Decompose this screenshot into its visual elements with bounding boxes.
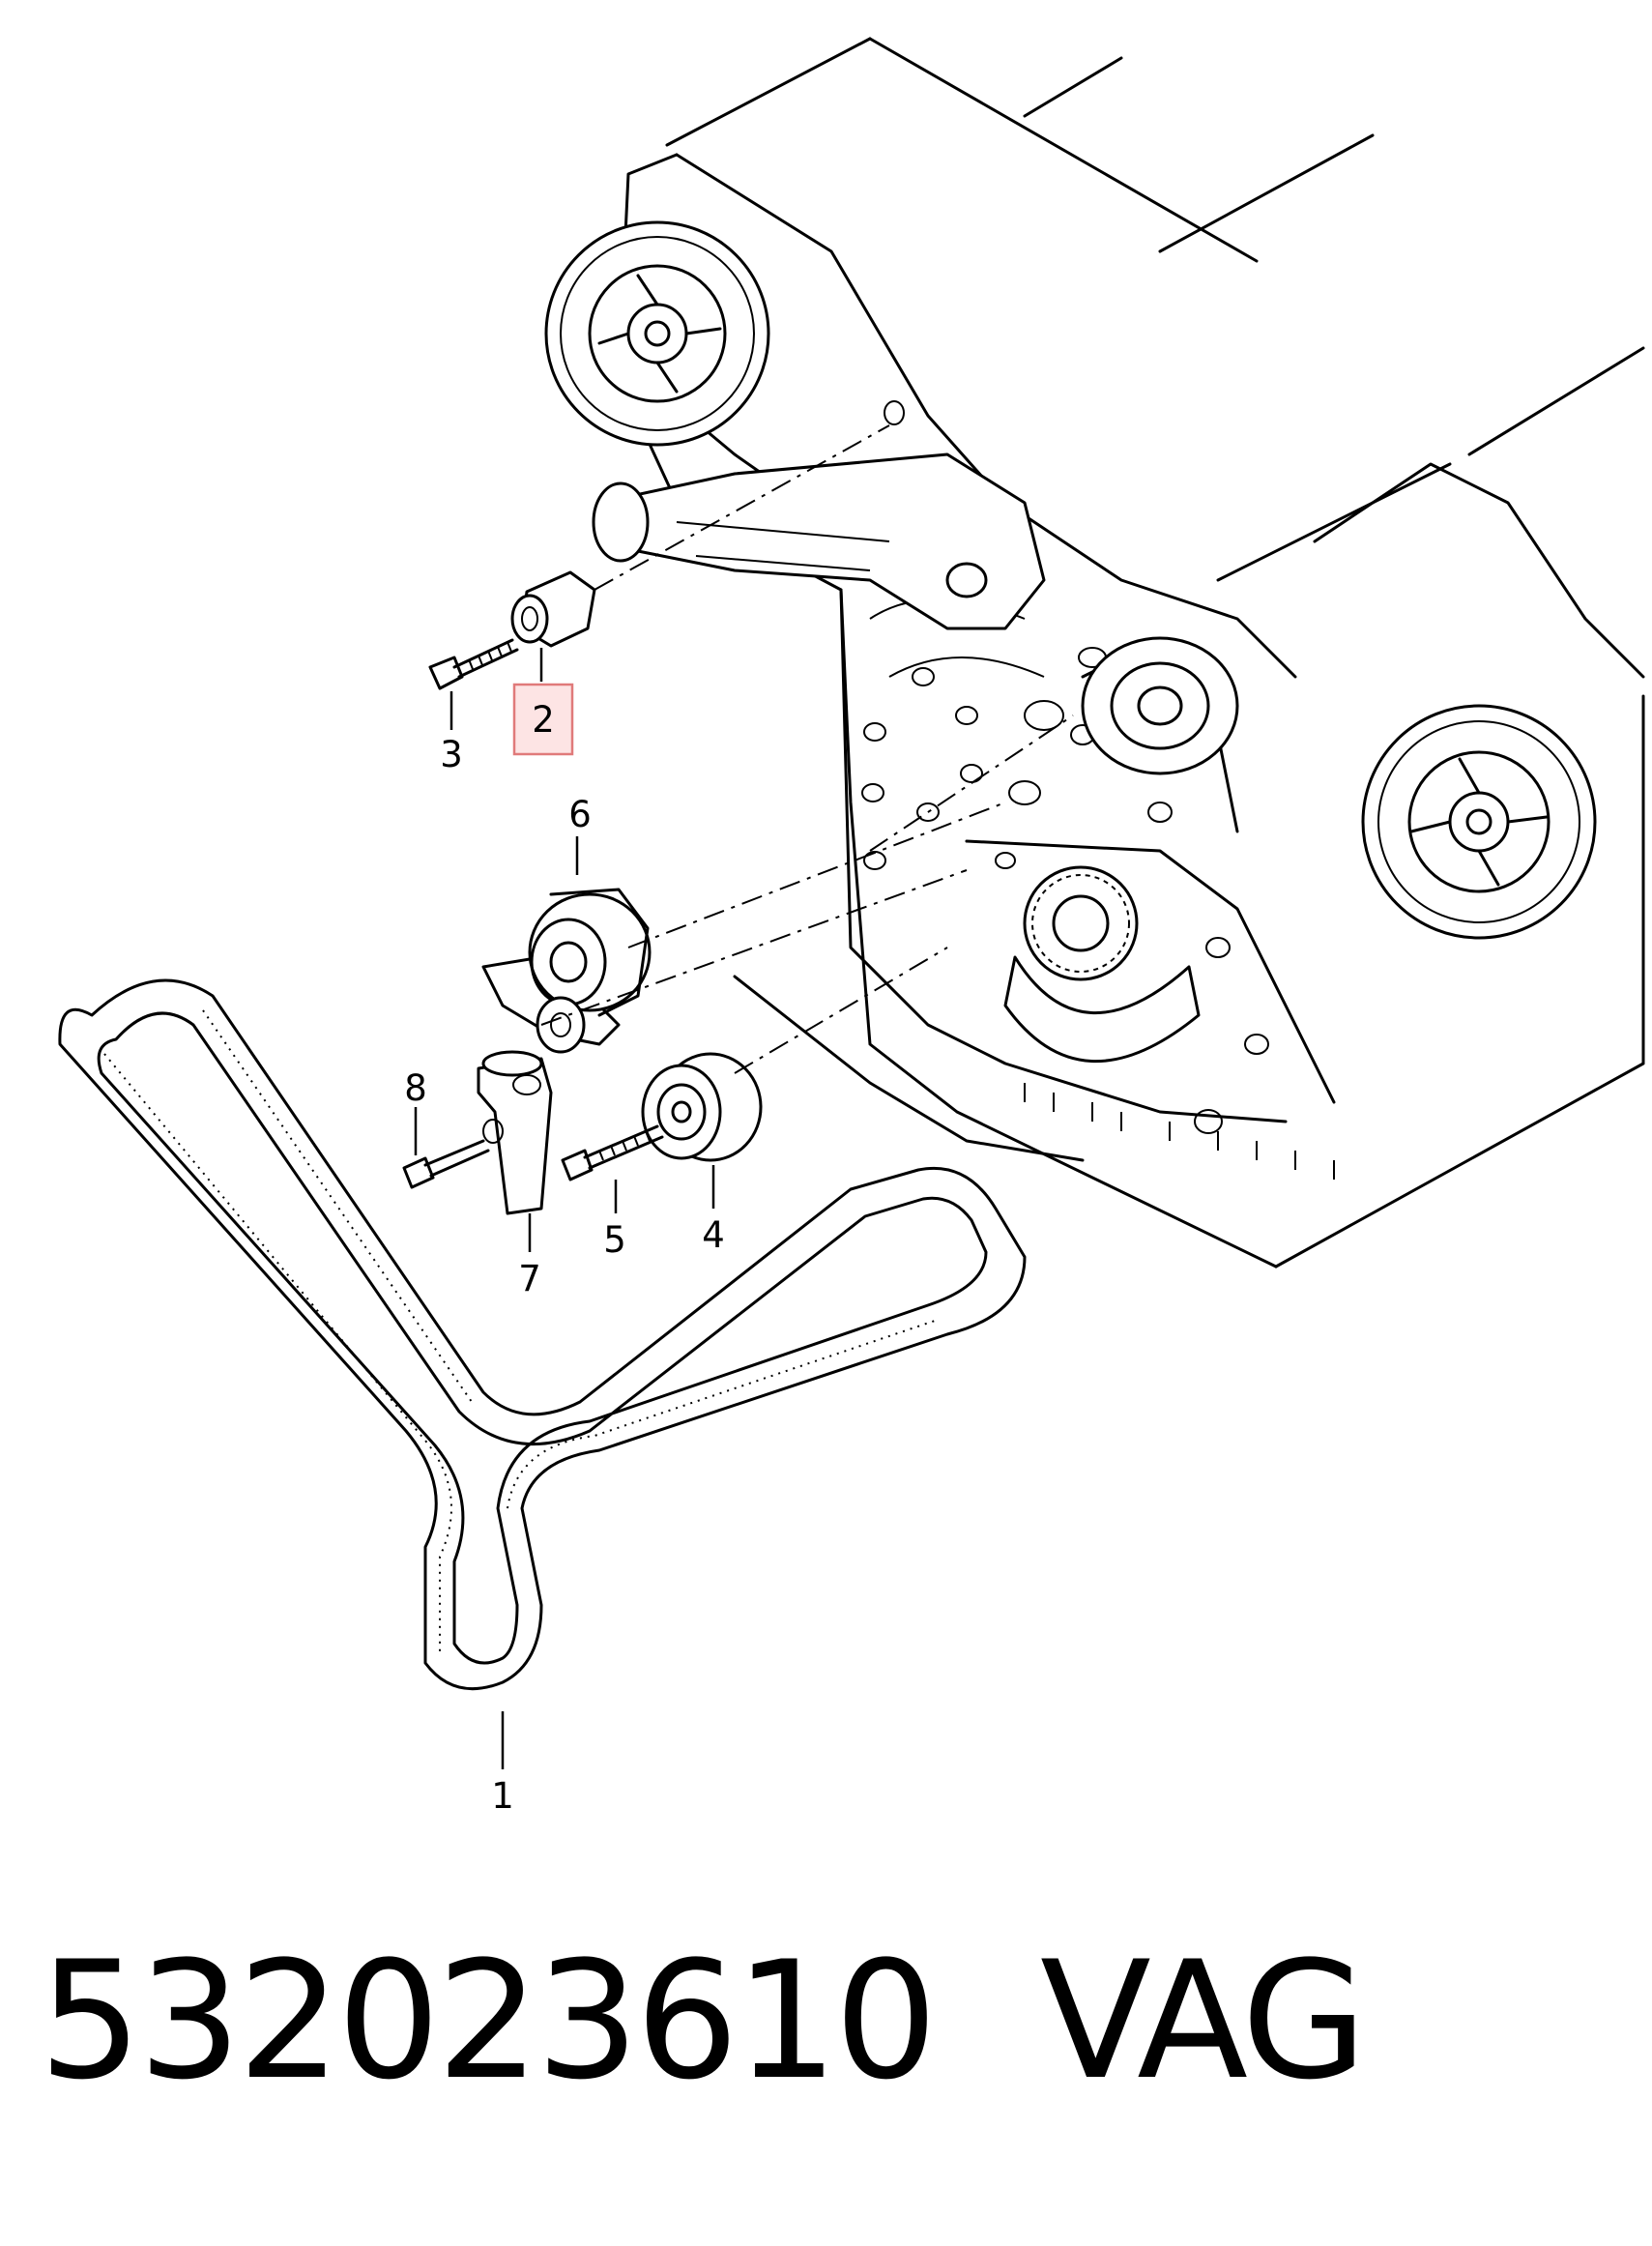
- callout-4: 4: [702, 1214, 725, 1256]
- part-caption: 532023610 VAG: [39, 1924, 1624, 2117]
- crankshaft-sprocket: [1003, 865, 1201, 1064]
- part-8-bolt: [402, 1139, 490, 1189]
- brand-name: VAG: [1039, 1926, 1367, 2115]
- part-3-bolt: [428, 638, 519, 690]
- lower-camshaft-sprocket: [1361, 704, 1597, 940]
- upper-camshaft-sprocket: [544, 220, 770, 447]
- callout-6: 6: [568, 794, 592, 835]
- part-7-damper: [477, 1050, 553, 1215]
- callout-2: 2: [532, 699, 555, 741]
- callouts: 2 3 6 8 5 4 7 1: [404, 683, 725, 1817]
- callout-2-highlight: [512, 683, 574, 756]
- callout-1: 1: [491, 1775, 514, 1817]
- center-pulley: [1081, 636, 1239, 775]
- alignment-lines: [540, 424, 1074, 1074]
- coolant-housing: [592, 452, 1046, 630]
- part-4-idler-pulley: [641, 1052, 763, 1162]
- timing-belt-exploded-diagram: 2 3 6 8 5 4 7 1: [58, 37, 1645, 1817]
- part-6-tensioner-pulley: [481, 888, 652, 1054]
- callout-7: 7: [518, 1258, 541, 1299]
- part-number: 532023610: [39, 1926, 938, 2115]
- callout-3: 3: [440, 734, 463, 775]
- callout-8: 8: [404, 1067, 427, 1109]
- callout-5: 5: [603, 1219, 626, 1261]
- leader-lines: [414, 648, 715, 1769]
- part-5-bolt: [561, 1124, 664, 1181]
- part-1-timing-belt: [58, 978, 1027, 1691]
- part-2-sleeve: [510, 570, 596, 648]
